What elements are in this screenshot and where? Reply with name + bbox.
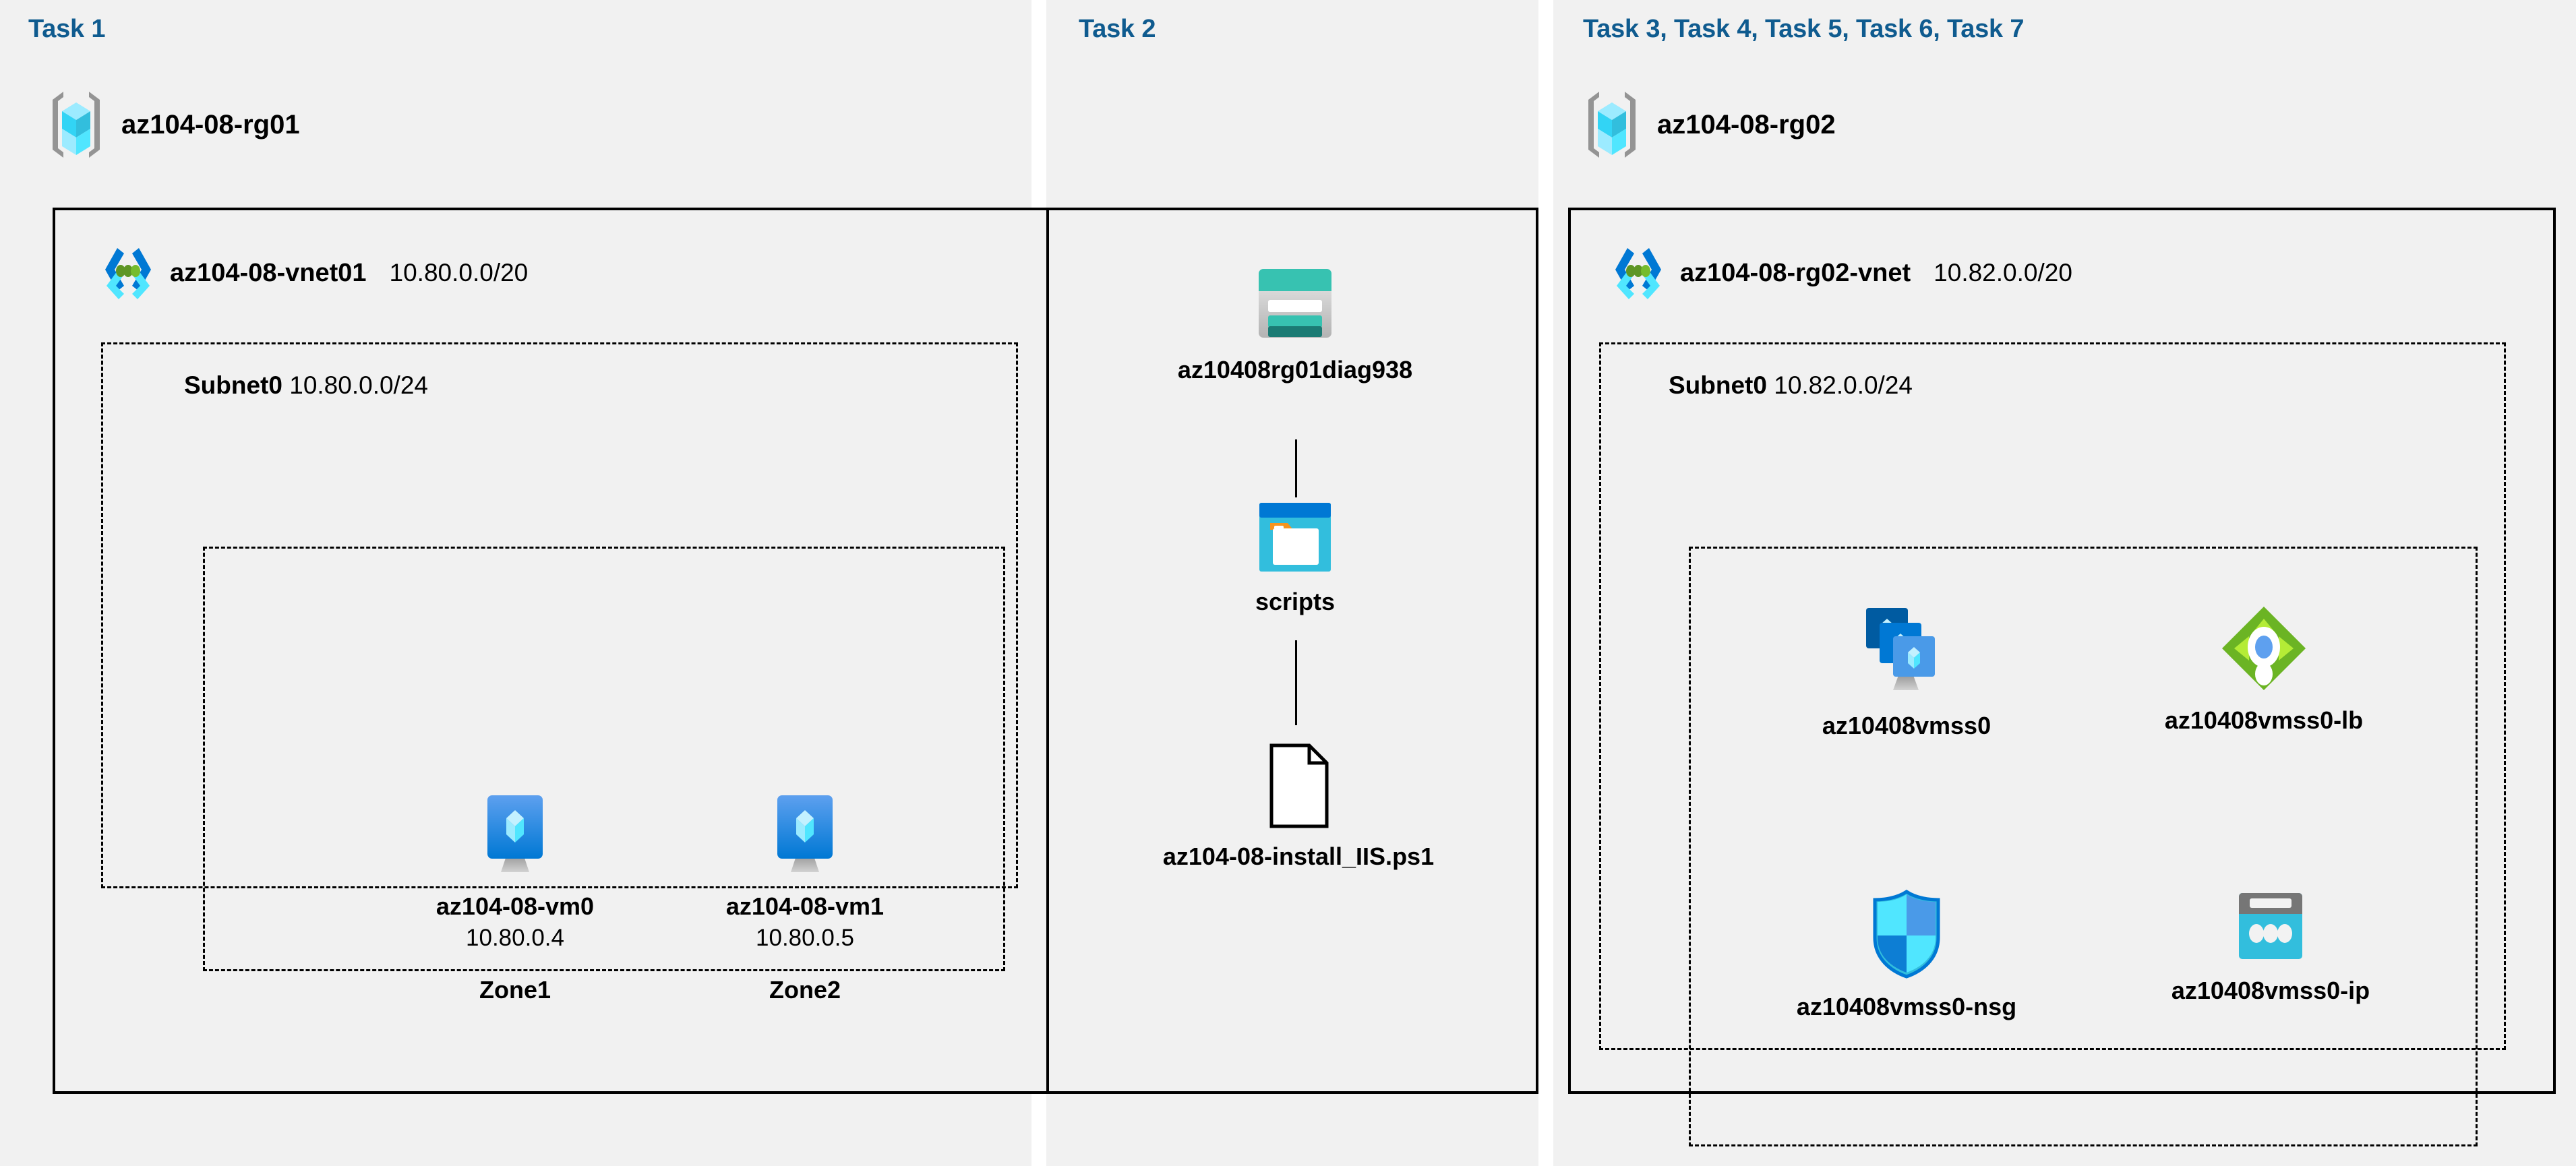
virtual-network-icon [101, 244, 155, 302]
vm1-name: az104-08-vm1 [725, 892, 885, 920]
storage-account-name: az10408rg01diag938 [1177, 356, 1413, 383]
vm-node-az104-08-vm0[interactable]: az104-08-vm0 10.80.0.4 Zone1 [387, 791, 643, 1004]
task2-box: az10408rg01diag938 scripts az104-08-inst… [1046, 208, 1538, 1094]
blob-container-name: scripts [1255, 588, 1336, 615]
resource-group-rg01: az104-08-rg01 [47, 88, 300, 162]
public-ip-node[interactable]: az10408vmss0-ip [2129, 889, 2412, 1005]
resource-group-rg02: az104-08-rg02 [1583, 88, 1836, 162]
network-security-group-icon [1869, 889, 1944, 979]
nsg-node[interactable]: az10408vmss0-nsg [1745, 889, 2068, 1021]
virtual-network-icon [1611, 244, 1665, 302]
vnet01-name: az104-08-vnet01 [170, 258, 367, 287]
load-balancer-icon [2219, 604, 2308, 693]
subnet0-box-task1: Subnet0 10.80.0.0/24 [101, 342, 1018, 1004]
vm1-ip: 10.80.0.5 [756, 925, 854, 951]
task1-panel: Task 1 az104-08-rg01 [0, 0, 1462, 1166]
rg02-vnet-box: az104-08-rg02-vnet 10.82.0.0/20 Subnet0 … [1568, 208, 2556, 1146]
load-balancer-node[interactable]: az10408vmss0-lb [2122, 604, 2405, 735]
vnet01-header: az104-08-vnet01 10.80.0.0/20 [101, 244, 528, 302]
vm1-zone: Zone2 [769, 976, 841, 1004]
connector-storage-to-container [1295, 439, 1297, 497]
virtual-machine-icon [769, 791, 841, 879]
storage-account-node[interactable]: az10408rg01diag938 [1150, 264, 1440, 384]
subnet0-cidr-task3: 10.82.0.0/24 [1774, 371, 1913, 399]
vmss-name: az10408vmss0 [1822, 712, 1991, 739]
vm0-zone: Zone1 [479, 976, 551, 1004]
resource-group-icon [1583, 88, 1641, 162]
vm0-ip: 10.80.0.4 [466, 925, 564, 951]
rg02-vnet-cidr: 10.82.0.0/20 [1934, 259, 2072, 286]
connector-container-to-file [1295, 640, 1297, 725]
subnet0-cidr-task1: 10.80.0.0/24 [289, 371, 428, 399]
file-icon [1265, 743, 1332, 829]
blob-container-icon [1255, 500, 1335, 574]
subnet0-box-task3: Subnet0 10.82.0.0/24 [1599, 342, 2506, 1146]
subnet0-name-task3: Subnet0 [1669, 371, 1767, 399]
script-file-node[interactable]: az104-08-install_IIS.ps1 [1096, 743, 1501, 871]
vm-node-az104-08-vm1[interactable]: az104-08-vm1 10.80.0.5 Zone2 [677, 791, 933, 1004]
vm0-name: az104-08-vm0 [436, 892, 595, 920]
rg02-vnet-header: az104-08-rg02-vnet 10.82.0.0/20 [1611, 244, 2072, 302]
resource-group-rg02-label: az104-08-rg02 [1657, 109, 1836, 140]
rg02-vnet-name: az104-08-rg02-vnet [1680, 258, 1911, 287]
storage-account-icon [1253, 264, 1337, 342]
subnet0-label-task3: Subnet0 10.82.0.0/24 [1669, 371, 1913, 400]
virtual-machine-icon [479, 791, 551, 879]
vnet01-cidr: 10.80.0.0/20 [389, 259, 529, 286]
public-ip-name: az10408vmss0-ip [2171, 977, 2370, 1004]
resource-group-icon [47, 88, 105, 162]
task1-heading: Task 1 [28, 15, 106, 43]
zone-box-task1: az104-08-vm0 10.80.0.4 Zone1 [203, 547, 1005, 1004]
task3-7-heading: Task 3, Task 4, Task 5, Task 6, Task 7 [1583, 15, 2025, 43]
task2-heading: Task 2 [1079, 15, 1156, 43]
resource-group-rg01-label: az104-08-rg01 [121, 109, 300, 140]
resources-box-task3: az10408vmss0 az10408vmss0-lb [1689, 547, 2478, 1146]
script-file-name: az104-08-install_IIS.ps1 [1162, 842, 1435, 870]
subnet0-name-task1: Subnet0 [184, 371, 282, 399]
load-balancer-name: az10408vmss0-lb [2164, 706, 2364, 734]
public-ip-address-icon [2234, 889, 2308, 963]
vmss-node[interactable]: az10408vmss0 [1765, 604, 2048, 740]
blob-container-node[interactable]: scripts [1150, 500, 1440, 616]
vm-scale-set-icon [1857, 604, 1956, 698]
nsg-name: az10408vmss0-nsg [1796, 993, 2017, 1020]
subnet0-label-task1: Subnet0 10.80.0.0/24 [184, 371, 428, 400]
